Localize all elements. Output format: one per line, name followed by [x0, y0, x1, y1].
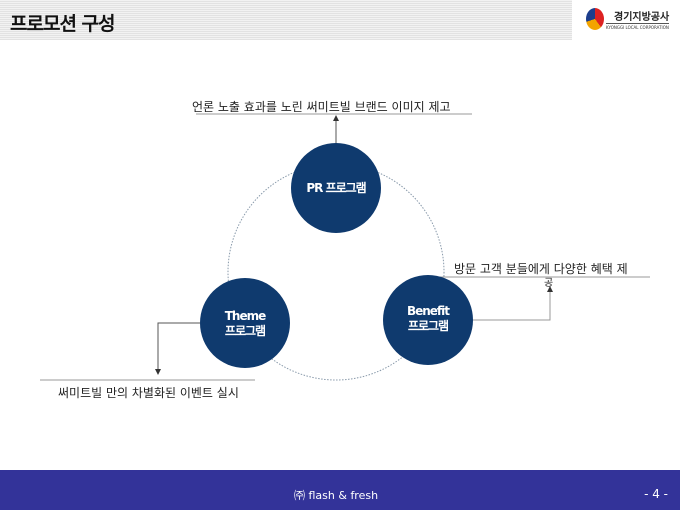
page-title: 프로모션 구성: [10, 13, 115, 35]
logo-icon: [586, 8, 604, 30]
benefit-description-cont: 공: [544, 278, 554, 289]
page-number: - 4 -: [644, 487, 668, 501]
arrow-head-icon: [547, 286, 553, 292]
arrow-head-icon: [333, 115, 339, 121]
pr-node-circle: [291, 143, 381, 233]
footer-slogan: ㈜ flash & fresh: [294, 489, 379, 502]
theme-node-circle: [200, 278, 290, 368]
footer-bar: ㈜ flash & fresh - 4 -: [0, 470, 680, 510]
node-label: PR 프로그램: [306, 181, 366, 195]
pr-program-node: PR 프로그램: [291, 181, 381, 196]
node-label: 프로그램: [224, 324, 266, 338]
node-label: Theme: [224, 309, 267, 323]
arrow-head-icon: [155, 369, 161, 375]
diagram: [40, 113, 650, 381]
node-label: Benefit: [406, 304, 450, 318]
pr-description: 언론 노출 효과를 노린 써미트빌 브랜드 이미지 제고: [192, 100, 451, 114]
node-label: 프로그램: [407, 319, 449, 333]
benefit-connector: [472, 288, 551, 321]
theme-connector: [157, 322, 200, 372]
benefit-node-circle: [383, 275, 473, 365]
theme-description: 써미트빌 만의 차별화된 이벤트 실시: [58, 386, 239, 400]
benefit-description: 방문 고객 분들에게 다양한 혜택 제: [454, 262, 628, 276]
logo-subtext: KYONGGI LOCAL CORPORATION: [606, 23, 669, 30]
header-bar: 프로모션 구성: [0, 0, 572, 40]
logo-text: 경기지방공사: [614, 12, 670, 23]
